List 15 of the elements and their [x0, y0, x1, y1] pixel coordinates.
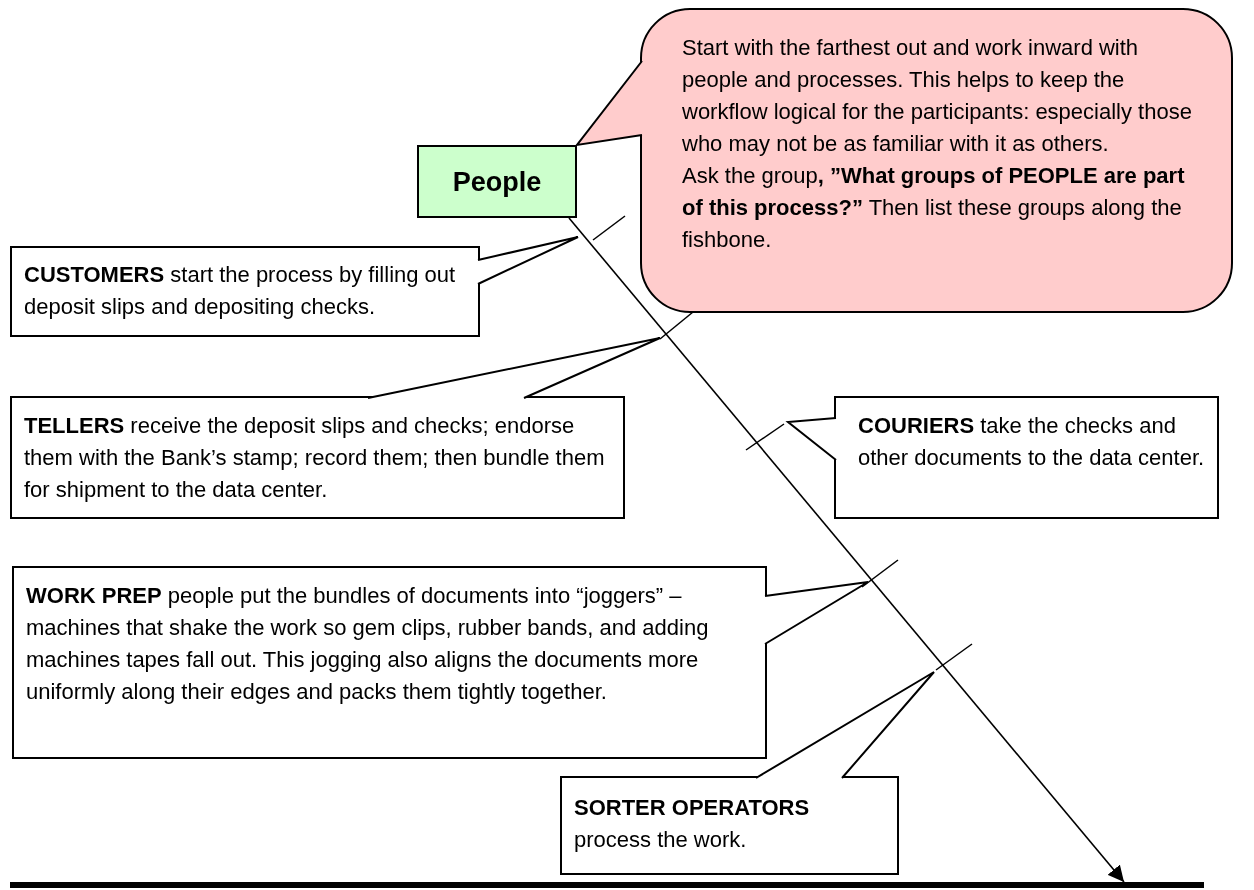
callout-text: Start with the farthest out and work inward with people and processes. This helps to keep the workflow logical for the participants: especially those who may not be as familiar with it as others.	[682, 34, 1193, 158]
fishbone-arrow	[568, 217, 1125, 883]
callout-box	[834, 396, 1219, 519]
label-box	[417, 145, 577, 218]
callout-text: COURIERS take the checks and other documents to the data center.	[858, 412, 1205, 472]
callout-text: SORTER OPERATORS process the work.	[574, 794, 811, 854]
callout-text: CUSTOMERS start the process by filling out deposit slips and depositing checks.	[24, 261, 457, 321]
callout-text: Ask the group, ”What groups of PEOPLE are part of this process?” Then list these groups along the fishbone.	[682, 162, 1186, 254]
callout-box	[560, 776, 899, 875]
callout-box	[12, 566, 767, 759]
callout-text: TELLERS receive the deposit slips and checks; endorse them with the Bank’s stamp; record them; then bundle them for shipment to the data center.	[24, 412, 606, 504]
speech-bubble	[640, 8, 1233, 313]
spine-bar	[10, 882, 1204, 888]
callout-text: WORK PREP people put the bundles of documents into “joggers” – machines that shake the work so gem clips, rubber bands, and adding machines tapes fall out. This jogging also aligns the documents more uniformly along their edges and packs them tightly together.	[26, 582, 710, 706]
node-title: People	[452, 165, 542, 198]
